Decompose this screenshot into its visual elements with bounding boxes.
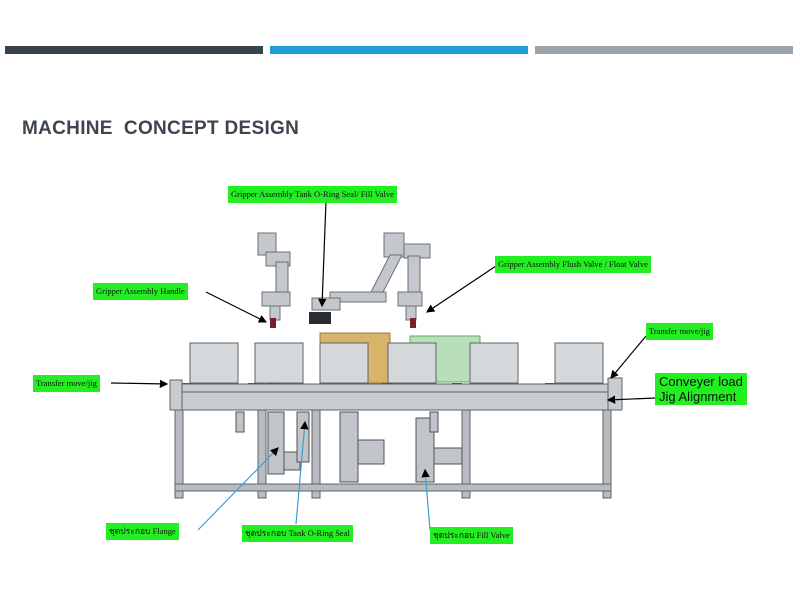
header-bar-dark [5,46,263,54]
label-conveyer: Conveyer load Jig Alignment [655,373,747,405]
label-fill-valve: ชุดประกอบ Fill Valve [430,527,513,544]
leader-lines-blue [197,420,431,531]
conveyor [169,377,623,411]
label-gripper-flush: Gripper Assembly Flush Valve / Float Val… [495,256,651,273]
machine-frame [174,409,612,499]
slide-title: MACHINE CONCEPT DESIGN [22,118,300,139]
header-bar-gray [535,46,793,54]
label-transfer-right: Transfer move/jig [646,323,713,340]
assembly-stations [235,411,463,483]
label-tank-seal: ชุดประกอบ Tank O-Ring Seal [242,525,353,542]
jig-bins [189,342,604,384]
label-transfer-left: Transfer move/jig [33,375,100,392]
label-gripper-tank: Gripper Assembly Tank O-Ring Seal/ Fill … [228,186,397,203]
label-gripper-handle: Gripper Assembly Handle [93,283,188,300]
leader-arrows [110,200,657,404]
robot-arms [257,232,431,321]
header-bar-blue [270,46,528,54]
label-flange: ชุดประกอบ Flange [106,523,179,540]
